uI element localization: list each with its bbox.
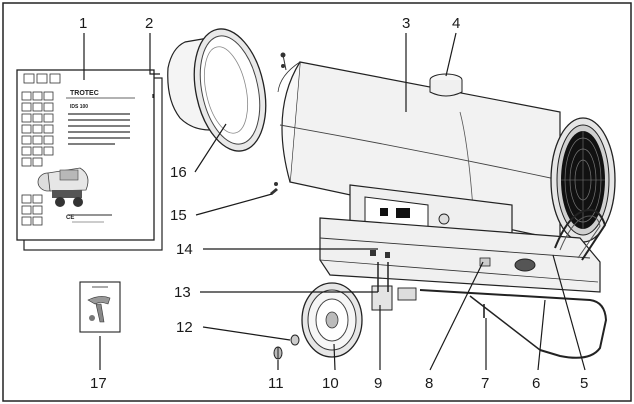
manual-brand-logo: TROTEC — [70, 90, 99, 97]
axle-nut — [273, 346, 283, 360]
manual-heater-image — [37, 167, 89, 207]
manual-model-label: IDS 100 — [70, 104, 88, 110]
callout-14: 14 — [176, 241, 193, 258]
callout-7: 7 — [481, 375, 489, 392]
callout-3: 3 — [402, 15, 410, 32]
handle-frame — [419, 208, 608, 359]
callout-12: 12 — [176, 319, 193, 336]
callout-5: 5 — [580, 375, 588, 392]
operating-manual: TROTEC IDS 100 — [16, 69, 163, 251]
fuel-tank — [319, 217, 601, 293]
callout-1: 1 — [79, 15, 87, 32]
callout-17: 17 — [90, 375, 107, 392]
hose-connector — [167, 28, 267, 152]
leader-lines — [83, 32, 586, 371]
callout-15: 15 — [170, 207, 187, 224]
quick-start-leaflet — [79, 281, 121, 333]
callout-13: 13 — [174, 284, 191, 301]
washer — [290, 334, 300, 346]
callout-6: 6 — [532, 375, 540, 392]
wheel — [301, 282, 363, 358]
svg-text:CE: CE — [66, 215, 74, 221]
callout-10: 10 — [322, 375, 339, 392]
callout-11: 11 — [268, 375, 284, 392]
callout-numbers: 1 2 3 4 5 6 7 8 9 10 11 12 13 14 15 16 1… — [79, 15, 588, 392]
callout-16: 16 — [170, 164, 187, 181]
callout-8: 8 — [425, 375, 433, 392]
callout-4: 4 — [452, 15, 460, 32]
mounting-screw — [270, 52, 287, 195]
callout-9: 9 — [374, 375, 382, 392]
callout-2: 2 — [145, 15, 153, 32]
